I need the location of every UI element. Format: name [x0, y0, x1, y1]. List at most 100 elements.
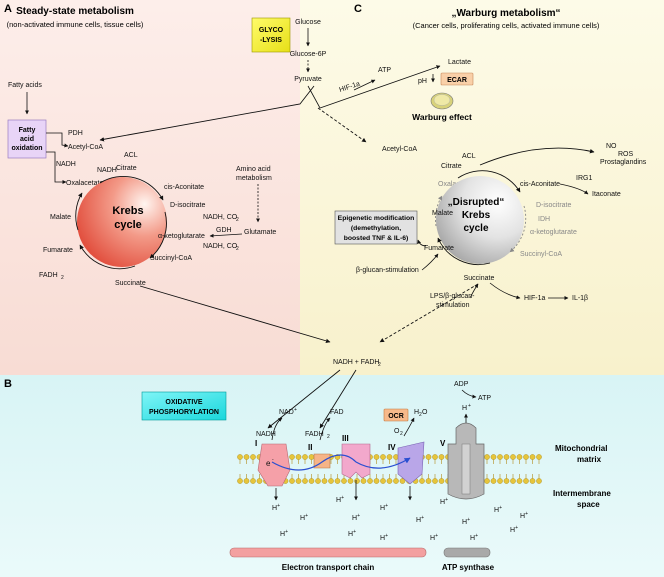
lipid-head	[373, 478, 380, 484]
proton-label: H+	[416, 515, 424, 524]
ph-label: pH	[418, 78, 427, 85]
akg-a-label: α-ketoglutarate	[158, 233, 205, 240]
krebs-a-line1: Krebs	[112, 205, 143, 217]
proton-label: H+	[510, 525, 518, 534]
lipid-head	[536, 454, 542, 460]
lipid-head	[295, 478, 302, 484]
epigenetic-line3: boosted TNF & IL-6)	[344, 235, 409, 242]
il1b-label: IL-1β	[572, 295, 588, 302]
panel-a-letter: A	[4, 3, 12, 15]
krebs-c-line2: Krebs	[462, 210, 491, 221]
lipid-head	[302, 478, 308, 484]
panel-c-title: „Warburg metabolism“	[451, 8, 560, 19]
succinate-c-to-nadh-arrow	[379, 283, 479, 343]
etc-label: Electron transport chain	[282, 563, 375, 572]
lipid-head	[432, 478, 438, 484]
lipid-head	[250, 478, 256, 484]
lipid-head	[438, 478, 445, 484]
lipid-head	[393, 478, 399, 484]
lipid-head	[380, 478, 386, 484]
cis-aconitate-c-label: cis-Aconitate	[520, 181, 560, 188]
h2o-o: O	[422, 409, 428, 416]
lipid-head	[419, 478, 425, 484]
proton-label: H+	[470, 533, 478, 542]
complex-iii	[341, 443, 371, 479]
lipid-head	[250, 454, 256, 460]
irg1-label: IRG1	[576, 175, 592, 182]
panel-c-letter: C	[354, 3, 362, 15]
acetyl-coa-a-label: Acetyl-CoA	[68, 144, 103, 151]
d-isocitrate-c-label: D-isocitrate	[536, 202, 572, 209]
lipid-head	[308, 478, 315, 484]
electron-label: e	[266, 459, 271, 468]
lipid-head	[529, 478, 536, 484]
fumarate-c-label: Fumarate	[424, 245, 454, 252]
lipid-head	[289, 454, 295, 460]
panel-b-background	[0, 375, 664, 577]
nadh-to-nad-arrow	[271, 417, 283, 441]
atp-glycolysis-label: ATP	[378, 67, 391, 74]
pyruvate-to-acetylcoa-a-arrow	[99, 85, 315, 142]
atp-synthase-bar	[443, 547, 491, 558]
lipid-head	[354, 478, 360, 484]
fatty-acid-oxidation-box	[7, 119, 47, 159]
succinate-to-hif-arrow	[489, 282, 521, 300]
matrix-line2: matrix	[577, 455, 602, 464]
lipid-head	[503, 478, 510, 484]
lipid-head	[386, 454, 393, 460]
aa-metabolism-line2: metabolism	[236, 175, 272, 182]
acl-c-label: ACL	[462, 153, 476, 160]
lipid-head	[380, 454, 386, 460]
krebs-c-arc-top	[457, 170, 521, 193]
proton-label: H+	[462, 517, 470, 526]
nad-plus-label: NAD	[279, 409, 294, 416]
lipid-head	[289, 478, 295, 484]
fadh2-b-sub: 2	[327, 434, 330, 440]
krebs-a-arc-right	[149, 211, 167, 259]
lps-arrow	[469, 283, 479, 299]
acl-a-label: ACL	[124, 152, 138, 159]
lipid-head	[243, 478, 250, 484]
nadh-a-left-label: NADH	[56, 161, 76, 168]
atp-b-label: ATP	[478, 395, 491, 402]
lipid-head	[386, 478, 393, 484]
ecar-label: ECAR	[447, 77, 467, 84]
o2-sub: 2	[400, 431, 403, 437]
lipid-head	[523, 454, 529, 460]
fadh2-a-label: FADH	[39, 272, 58, 279]
lipid-head	[321, 478, 328, 484]
nadh-co2-a-1-label: NADH, CO	[203, 214, 238, 221]
krebs-c-line1: „Disrupted“	[448, 197, 505, 208]
nadh-co2-a-1-sub: 2	[236, 217, 239, 223]
krebs-c-line3: cycle	[463, 223, 488, 234]
lipid-head	[523, 478, 529, 484]
nadh-co2-a-2-label: NADH, CO	[203, 243, 238, 250]
lipid-head	[497, 454, 503, 460]
proton-label: H+	[520, 511, 528, 520]
complex-iv	[397, 441, 425, 485]
fadh2-a-sub: 2	[61, 275, 64, 281]
lps-line2: stimulation	[436, 302, 470, 309]
lipid-head	[432, 454, 438, 460]
glutamate-arrow	[209, 233, 243, 238]
oxalacetate-a-label: Oxalacetate	[66, 180, 103, 187]
lipid-head	[484, 454, 490, 460]
fao-line3: oxidation	[11, 145, 42, 152]
lipid-head	[347, 478, 354, 484]
proton-label: H+	[336, 495, 344, 504]
krebs-c-arc-bottom	[437, 237, 491, 265]
proton-label: H+	[280, 529, 288, 538]
lipid-head	[256, 478, 263, 484]
citrate-c-label: Citrate	[441, 163, 462, 170]
panel-b-letter: B	[4, 378, 12, 390]
fadh2-b-label: FADH	[305, 431, 324, 438]
matrix-line1: Mitochondrial	[555, 444, 607, 453]
idh-label: IDH	[538, 216, 550, 223]
ocr-box	[383, 408, 409, 422]
proton-v-top: H	[462, 405, 467, 412]
electron-path	[271, 454, 411, 471]
ox-line2: PHOSPHORYLATION	[149, 409, 219, 416]
lipid-head	[237, 454, 243, 460]
etc-bar	[229, 547, 427, 558]
panel-a-title: Steady-state metabolism	[16, 6, 134, 17]
